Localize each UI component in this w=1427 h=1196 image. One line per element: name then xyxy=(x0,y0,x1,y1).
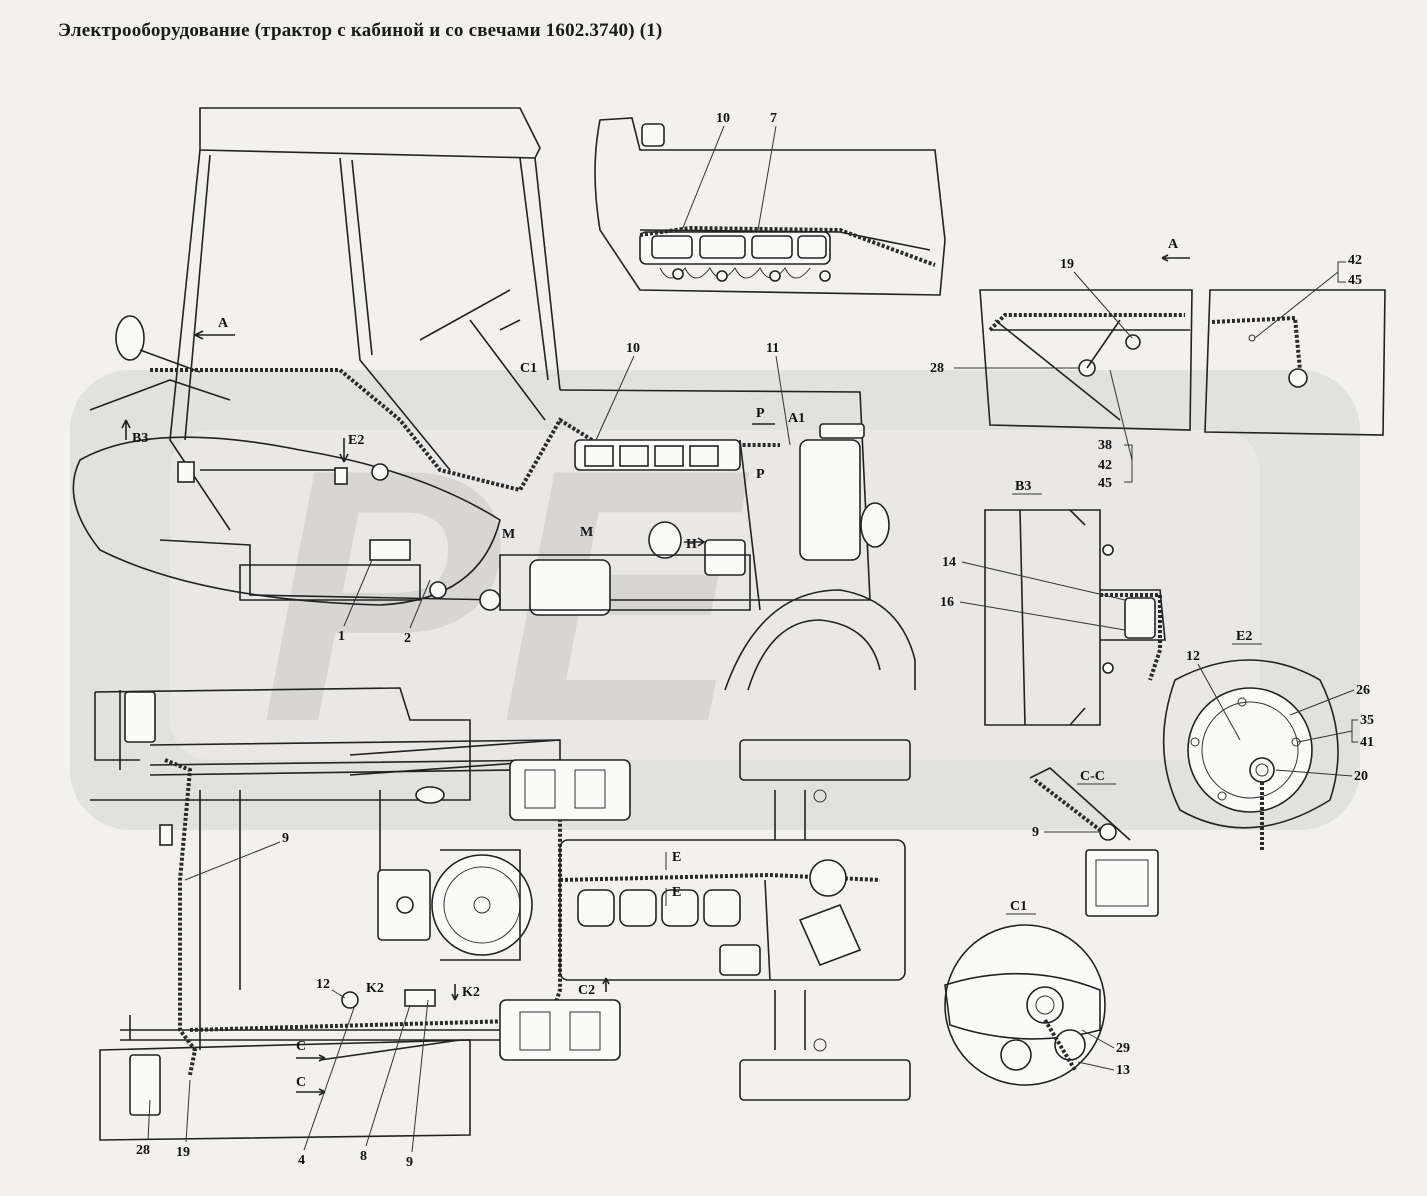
view-a-labels: A 19 28 42 45 38 42 45 xyxy=(930,237,1362,491)
arrow-p-top-label: P xyxy=(756,406,765,421)
callout-19-plan: 19 xyxy=(176,1145,190,1160)
callout-8: 8 xyxy=(360,1149,367,1164)
callout-12-plan: 12 xyxy=(316,977,330,992)
callout-9-plan-top: 9 xyxy=(282,831,289,846)
callout-45-b: 45 xyxy=(1098,476,1112,491)
callout-7-top: 7 xyxy=(770,111,777,126)
view-c1-detail xyxy=(944,924,1106,1086)
callout-2: 2 xyxy=(404,631,411,646)
arrow-c1-label: C1 xyxy=(520,361,537,376)
arrow-a1-label: A1 xyxy=(788,411,805,426)
arrow-c-top-label: C xyxy=(296,1039,306,1054)
view-e2-title: E2 xyxy=(1236,629,1252,644)
arrow-m-left-label: M xyxy=(502,527,515,542)
view-cc-title: C-C xyxy=(1080,769,1105,784)
arrow-h-label: H xyxy=(686,537,697,552)
callout-11: 11 xyxy=(766,341,779,356)
view-a-detail xyxy=(979,289,1386,436)
callout-42-b: 42 xyxy=(1098,458,1112,473)
callout-10-side: 10 xyxy=(626,341,640,356)
callout-16: 16 xyxy=(940,595,954,610)
callout-10-top: 10 xyxy=(716,111,730,126)
callout-14: 14 xyxy=(942,555,956,570)
view-e2-labels: E2 12 26 35 41 20 xyxy=(1186,629,1374,784)
arrow-k2-left-label: K2 xyxy=(366,981,384,996)
callout-28-a: 28 xyxy=(930,361,944,376)
callout-26: 26 xyxy=(1356,683,1370,698)
side-view-labels: A B3 E2 C1 P A1 P M M H 1 2 10 11 xyxy=(121,316,805,646)
arrow-k2-right-label: K2 xyxy=(462,985,480,1000)
callout-28-plan: 28 xyxy=(136,1143,150,1158)
callout-45-a: 45 xyxy=(1348,273,1362,288)
view-c1-labels: C1 29 13 xyxy=(1006,899,1130,1078)
view-c1-title: C1 xyxy=(1010,899,1027,914)
arrow-e-top-label: E xyxy=(672,850,681,865)
callout-9-cc: 9 xyxy=(1032,825,1039,840)
callout-4: 4 xyxy=(298,1153,305,1168)
arrow-c-bottom-label: C xyxy=(296,1075,306,1090)
arrow-p-bottom-label: P xyxy=(756,467,765,482)
view-b3-title: B3 xyxy=(1015,479,1031,494)
callout-13: 13 xyxy=(1116,1063,1130,1078)
callout-38: 38 xyxy=(1098,438,1112,453)
view-b3-detail xyxy=(984,509,1166,726)
view-cc-labels: C-C 9 xyxy=(1032,769,1116,840)
callout-41: 41 xyxy=(1360,735,1374,750)
callout-35: 35 xyxy=(1360,713,1374,728)
arrow-m-right-label: M xyxy=(580,525,593,540)
view-b3-labels: B3 14 16 xyxy=(940,479,1126,631)
callout-29: 29 xyxy=(1116,1041,1130,1056)
top-inset-engine-head xyxy=(594,117,946,296)
view-a-title: A xyxy=(1168,237,1179,252)
tractor-plan-view xyxy=(90,687,911,1141)
plan-view-labels: 9 E E 12 K2 K2 C2 C C 28 19 4 8 9 xyxy=(136,831,681,1170)
arrow-c2-label: C2 xyxy=(578,983,595,998)
tractor-side-view xyxy=(72,107,916,691)
arrow-e-bottom-label: E xyxy=(672,885,681,900)
top-inset-labels: 10 7 xyxy=(681,111,777,231)
arrow-b3-label: B3 xyxy=(132,431,148,446)
callout-9-plan-bottom: 9 xyxy=(406,1155,413,1170)
view-cc-detail xyxy=(1029,767,1159,917)
arrow-a-label: A xyxy=(218,316,229,331)
callout-42-a: 42 xyxy=(1348,253,1362,268)
callout-20: 20 xyxy=(1354,769,1368,784)
page-title: Электрооборудование (трактор с кабиной и… xyxy=(58,20,663,41)
callout-19-a: 19 xyxy=(1060,257,1074,272)
callout-12-e2: 12 xyxy=(1186,649,1200,664)
view-e2-detail xyxy=(1162,659,1339,850)
callout-1: 1 xyxy=(338,629,345,644)
arrow-e2-label: E2 xyxy=(348,433,364,448)
